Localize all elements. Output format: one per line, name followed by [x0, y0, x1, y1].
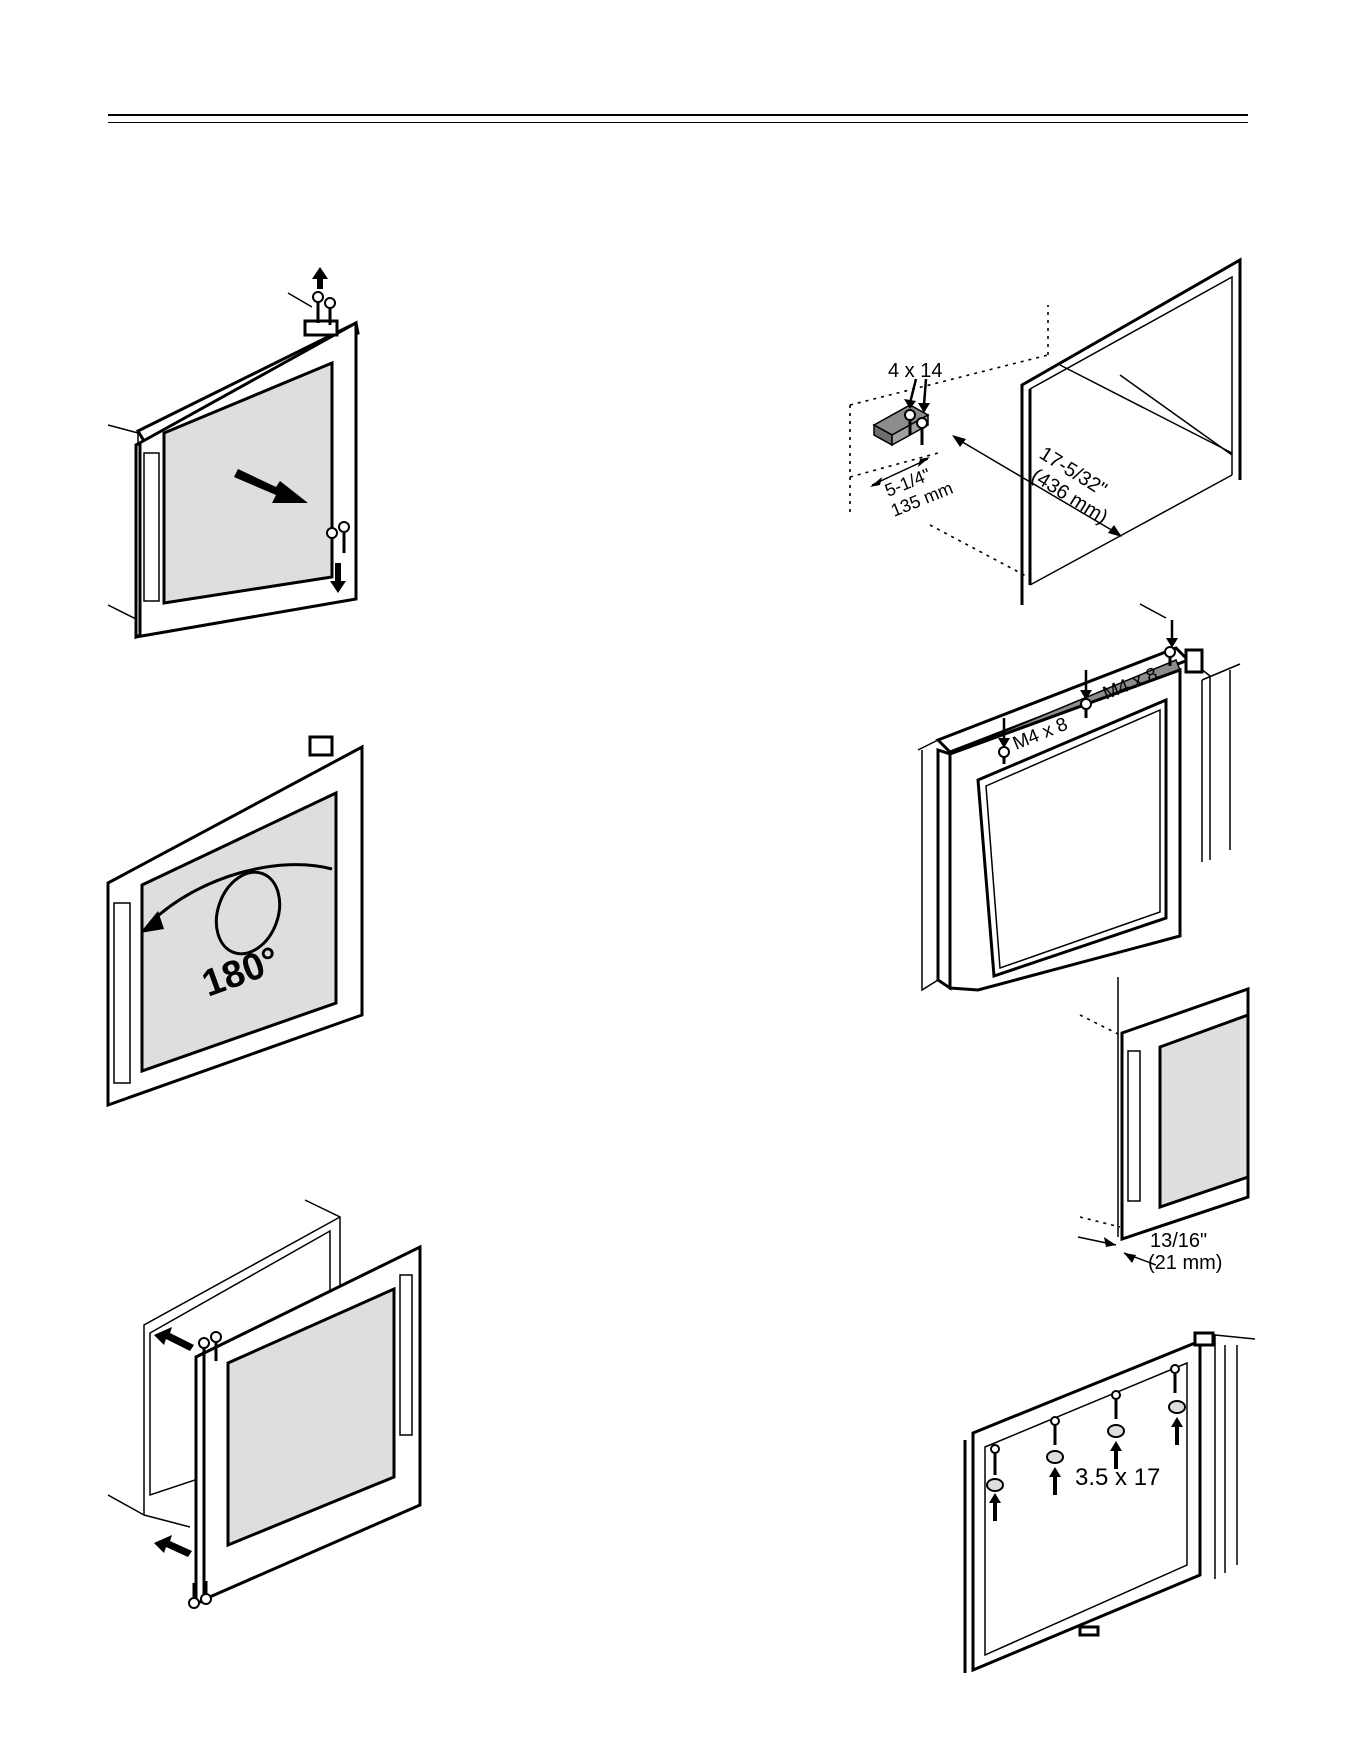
figure-cover-caps: 3.5 x 17 — [955, 1325, 1255, 1675]
arrow-icon — [154, 1535, 192, 1557]
figure-rotate-door: 180° — [100, 735, 380, 1115]
arrow-icon — [154, 1327, 194, 1351]
arrow-icon — [312, 267, 328, 289]
figure-door-gap: 13/16" (21 mm) — [1070, 975, 1260, 1275]
gap-dim-mm: (21 mm) — [1148, 1252, 1222, 1274]
gap-dim-inch: 13/16" — [1150, 1230, 1207, 1252]
header-rule-top — [108, 114, 1248, 116]
figure-hinge-screws: M4 x 8 M4 x 8 — [910, 600, 1250, 1000]
bracket-screws-label: 4 x 14 — [888, 360, 942, 382]
figure-bracket-dimensions: 4 x 14 5-1/4" 135 mm 17-5/32" (436 mm) — [830, 255, 1250, 615]
header-rule-bottom — [108, 122, 1248, 123]
figure-attach-door — [100, 1195, 430, 1605]
figure-remove-door — [100, 255, 390, 645]
cover-screws-label: 3.5 x 17 — [1075, 1464, 1160, 1491]
